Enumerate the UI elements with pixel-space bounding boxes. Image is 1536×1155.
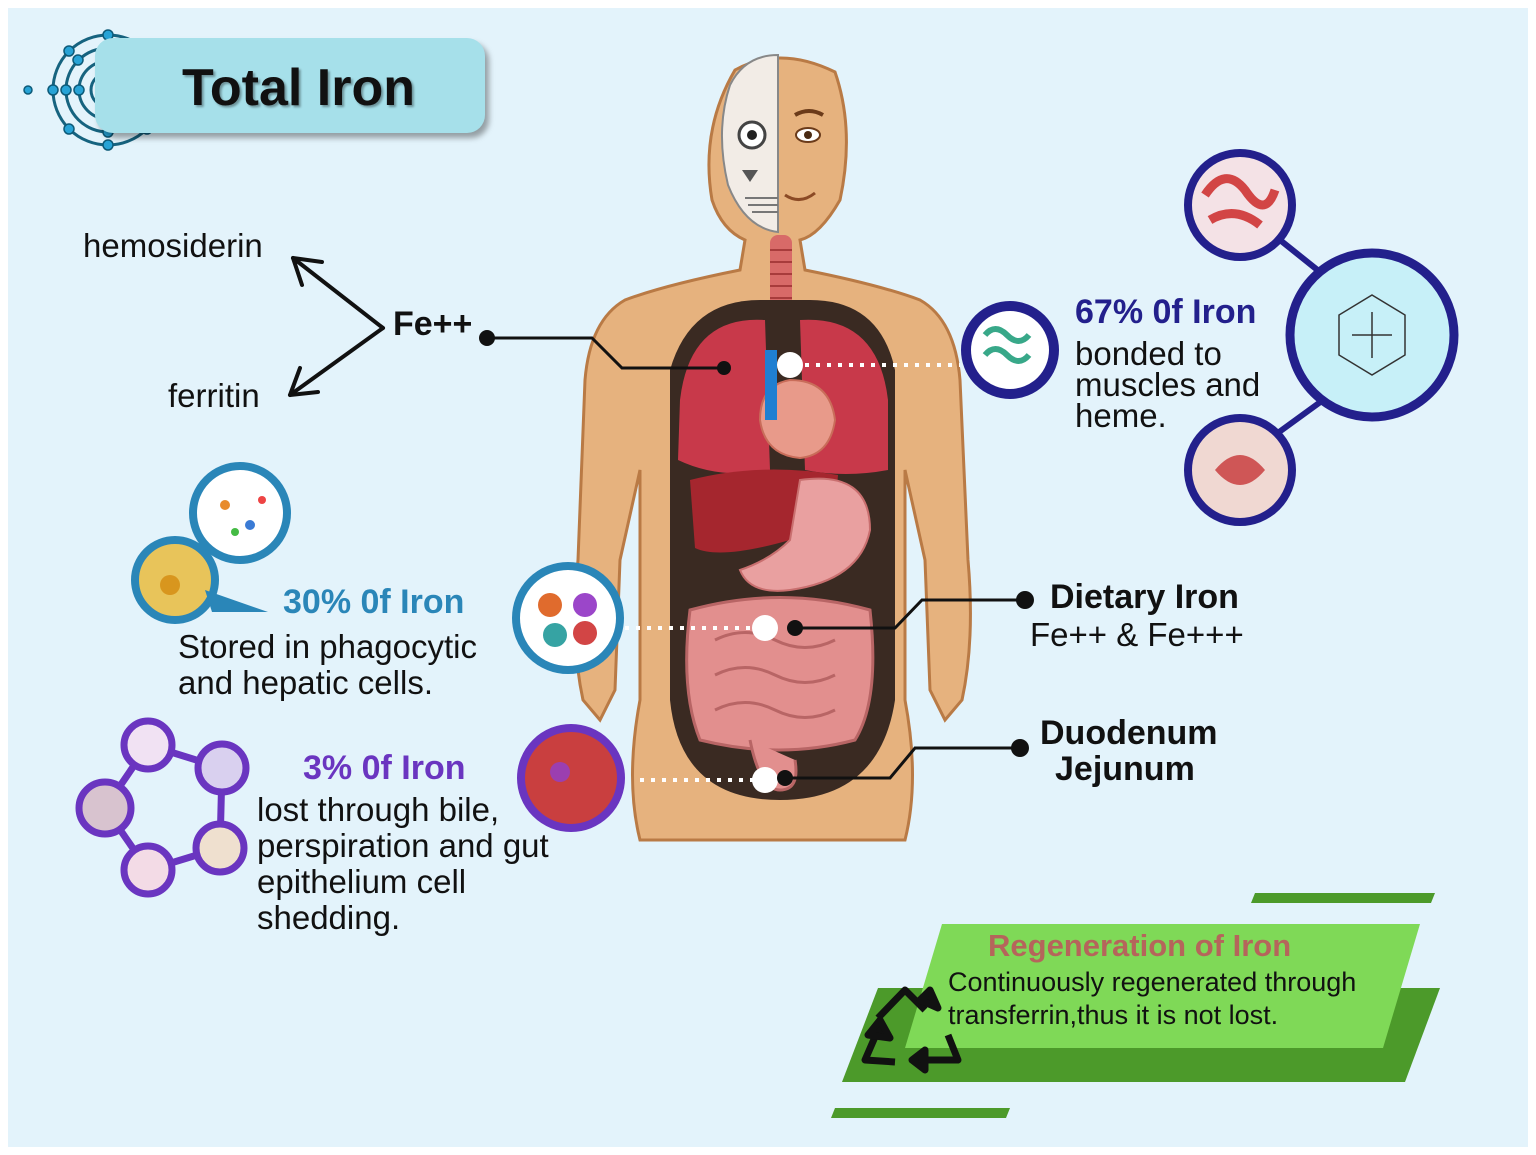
- recycle-icon: [861, 986, 962, 1074]
- label-hemosiderin: hemosiderin: [83, 227, 263, 264]
- lost-bubbles: [75, 717, 625, 898]
- title-box: [95, 38, 485, 133]
- regeneration-heading: Regeneration of Iron: [988, 928, 1292, 963]
- stored-line-1: Stored in phagocytic: [178, 628, 478, 665]
- node-lower: [752, 767, 778, 793]
- stored-bubbles: [131, 462, 624, 674]
- lost-text: lost through bile, perspiration and gut …: [257, 792, 549, 936]
- myoglobin-bubble: [1184, 149, 1296, 261]
- lost-line-3: epithelium cell: [257, 863, 467, 900]
- regeneration-text: Continuously regenerated through transfe…: [948, 966, 1356, 1032]
- fe-arrows: [288, 256, 385, 397]
- muscle-line-3: heme.: [1075, 397, 1167, 434]
- regeneration-line-1: Continuously regenerated through: [948, 967, 1357, 997]
- dietary-heading: Dietary Iron: [1050, 578, 1239, 616]
- dot-dietary: [1016, 591, 1034, 609]
- page-title: Total Iron: [182, 59, 416, 117]
- lost-line-1: lost through bile,: [257, 791, 500, 828]
- bacteria-bubble: [189, 462, 291, 564]
- dot-duodenum: [1011, 739, 1029, 757]
- human-body-silhouette: [573, 53, 972, 842]
- regeneration-banner: [831, 893, 1440, 1118]
- lost-line-2: perspiration and gut: [257, 827, 549, 864]
- node-heart: [777, 352, 803, 378]
- label-jejunum: Jejunum: [1055, 750, 1195, 788]
- regeneration-line-2: transferrin,thus it is not lost.: [948, 1000, 1279, 1030]
- muscle-line-2: muscles and: [1075, 366, 1261, 403]
- stored-line-2: and hepatic cells.: [178, 664, 433, 701]
- label-duodenum: Duodenum: [1040, 714, 1218, 752]
- lost-heading: 3% 0f Iron: [303, 749, 466, 787]
- muscle-heading: 67% 0f Iron: [1075, 293, 1257, 331]
- dot-fe: [479, 330, 495, 346]
- muscle-line-1: bonded to: [1075, 335, 1222, 372]
- label-fe: Fe++: [393, 305, 473, 343]
- node-liver: [752, 615, 778, 641]
- stored-text: Stored in phagocytic and hepatic cells.: [178, 629, 477, 701]
- connector-dotted-lines: [625, 363, 960, 782]
- lost-line-4: shedding.: [257, 899, 401, 936]
- muscle-heme-bubbles: [961, 149, 1459, 526]
- blood-cell-bubble: [517, 724, 625, 832]
- protein-bubble: [961, 301, 1059, 399]
- stored-heading: 30% 0f Iron: [283, 583, 465, 621]
- connector-black-lines: [487, 336, 1025, 780]
- ferritin-bubble: [512, 562, 624, 674]
- dietary-sub: Fe++ & Fe+++: [1030, 616, 1244, 653]
- label-ferritin: ferritin: [168, 377, 260, 414]
- muscle-text: bonded to muscles and heme.: [1075, 335, 1261, 434]
